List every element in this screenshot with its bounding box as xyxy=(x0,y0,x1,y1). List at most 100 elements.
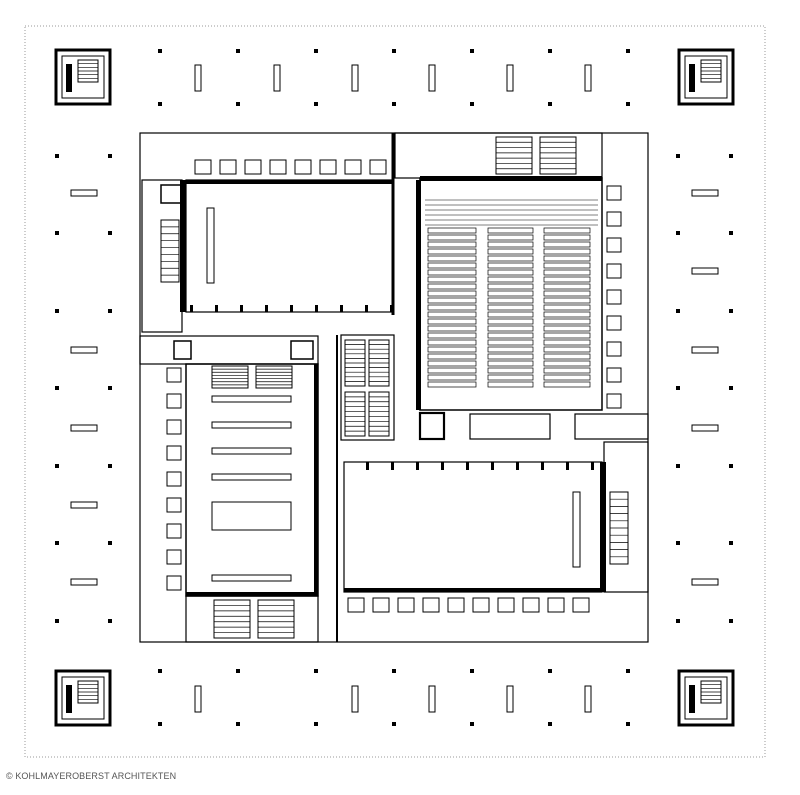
tower-sw-inner xyxy=(61,676,105,720)
seat-row xyxy=(427,227,477,234)
column xyxy=(108,231,112,235)
column xyxy=(108,386,112,390)
seat-row xyxy=(487,248,534,255)
table-sw-south xyxy=(211,574,292,582)
sw-stair-b-outline xyxy=(255,365,293,389)
table-sw xyxy=(211,447,292,455)
chair-east xyxy=(606,315,622,331)
tower-ne-landing xyxy=(689,64,695,92)
chair-se xyxy=(447,597,465,613)
column xyxy=(626,49,630,53)
copyright-credit: © KOHLMAYEROBERST ARCHITEKTEN xyxy=(6,771,177,781)
seat-row xyxy=(543,241,591,248)
seat-row xyxy=(427,346,477,353)
seat-row xyxy=(543,367,591,374)
west-stair-outline xyxy=(160,219,180,283)
facade-slot-north xyxy=(273,64,281,92)
seat-row xyxy=(427,332,477,339)
facade-slot-west xyxy=(70,346,98,354)
seat-row xyxy=(487,227,534,234)
table-sw xyxy=(211,395,292,403)
chair-nw xyxy=(219,159,237,175)
chair-se xyxy=(372,597,390,613)
mullion-se xyxy=(591,462,594,470)
seat-row xyxy=(487,290,534,297)
seat-row xyxy=(427,318,477,325)
mullion-nw xyxy=(215,305,218,312)
seat-row xyxy=(543,381,591,388)
seat-row xyxy=(427,367,477,374)
seat-row xyxy=(543,276,591,283)
chair-se xyxy=(572,597,590,613)
seat-row xyxy=(487,353,534,360)
chair-west xyxy=(166,445,182,461)
seat-row xyxy=(427,276,477,283)
north-stair-b-outline xyxy=(539,136,577,175)
seat-row xyxy=(427,353,477,360)
sw-south-service xyxy=(185,595,319,643)
seat-row xyxy=(427,290,477,297)
mullion-se xyxy=(491,462,494,470)
seat-row xyxy=(427,325,477,332)
seat-row xyxy=(543,332,591,339)
chair-se xyxy=(547,597,565,613)
seat-row xyxy=(487,332,534,339)
column xyxy=(548,722,552,726)
seat-row xyxy=(487,311,534,318)
seat-row xyxy=(543,353,591,360)
sw-stair-a-outline xyxy=(211,365,249,389)
central-lift xyxy=(418,411,446,441)
chair-west xyxy=(166,575,182,591)
seat-row xyxy=(427,381,477,388)
hall-nw xyxy=(185,179,394,313)
column xyxy=(676,154,680,158)
facade-slot-east xyxy=(691,346,719,354)
sw-stair-d-outline xyxy=(257,599,295,639)
chair-west xyxy=(166,523,182,539)
seat-row xyxy=(543,269,591,276)
seat-row xyxy=(487,325,534,332)
central-stair-core xyxy=(340,334,395,441)
column xyxy=(548,669,552,673)
seat-row xyxy=(427,339,477,346)
seat-row xyxy=(487,367,534,374)
facade-slot-south xyxy=(584,685,592,713)
mullion-nw xyxy=(340,305,343,312)
column xyxy=(158,49,162,53)
column xyxy=(108,619,112,623)
column xyxy=(676,619,680,623)
corner-stair-towers xyxy=(54,48,735,727)
mullion-nw xyxy=(315,305,318,312)
chair-nw xyxy=(244,159,262,175)
column xyxy=(108,541,112,545)
tower-nw-landing xyxy=(66,64,72,92)
central-stair-d-outline xyxy=(368,391,390,437)
facade-slot-east xyxy=(691,424,719,432)
building-walls xyxy=(139,132,649,643)
hall-nw-west-wall xyxy=(180,180,186,312)
chair-west xyxy=(166,549,182,565)
mullion-se xyxy=(541,462,544,470)
column xyxy=(676,386,680,390)
seat-row xyxy=(427,248,477,255)
facade-slot-south xyxy=(351,685,359,713)
column xyxy=(236,102,240,106)
seat-row xyxy=(487,269,534,276)
facade-slot-east xyxy=(691,578,719,586)
seat-row xyxy=(427,262,477,269)
facade-slot-east xyxy=(691,267,719,275)
column xyxy=(470,722,474,726)
column xyxy=(626,722,630,726)
chair-east xyxy=(606,341,622,357)
north-service-bar xyxy=(394,132,603,179)
seat-row xyxy=(487,262,534,269)
mullion-nw xyxy=(240,305,243,312)
column xyxy=(626,669,630,673)
seat-row xyxy=(543,227,591,234)
chair-west xyxy=(166,367,182,383)
seat-row xyxy=(543,346,591,353)
column xyxy=(55,464,59,468)
seat-row xyxy=(487,234,534,241)
column xyxy=(236,722,240,726)
mullion-se xyxy=(391,462,394,470)
